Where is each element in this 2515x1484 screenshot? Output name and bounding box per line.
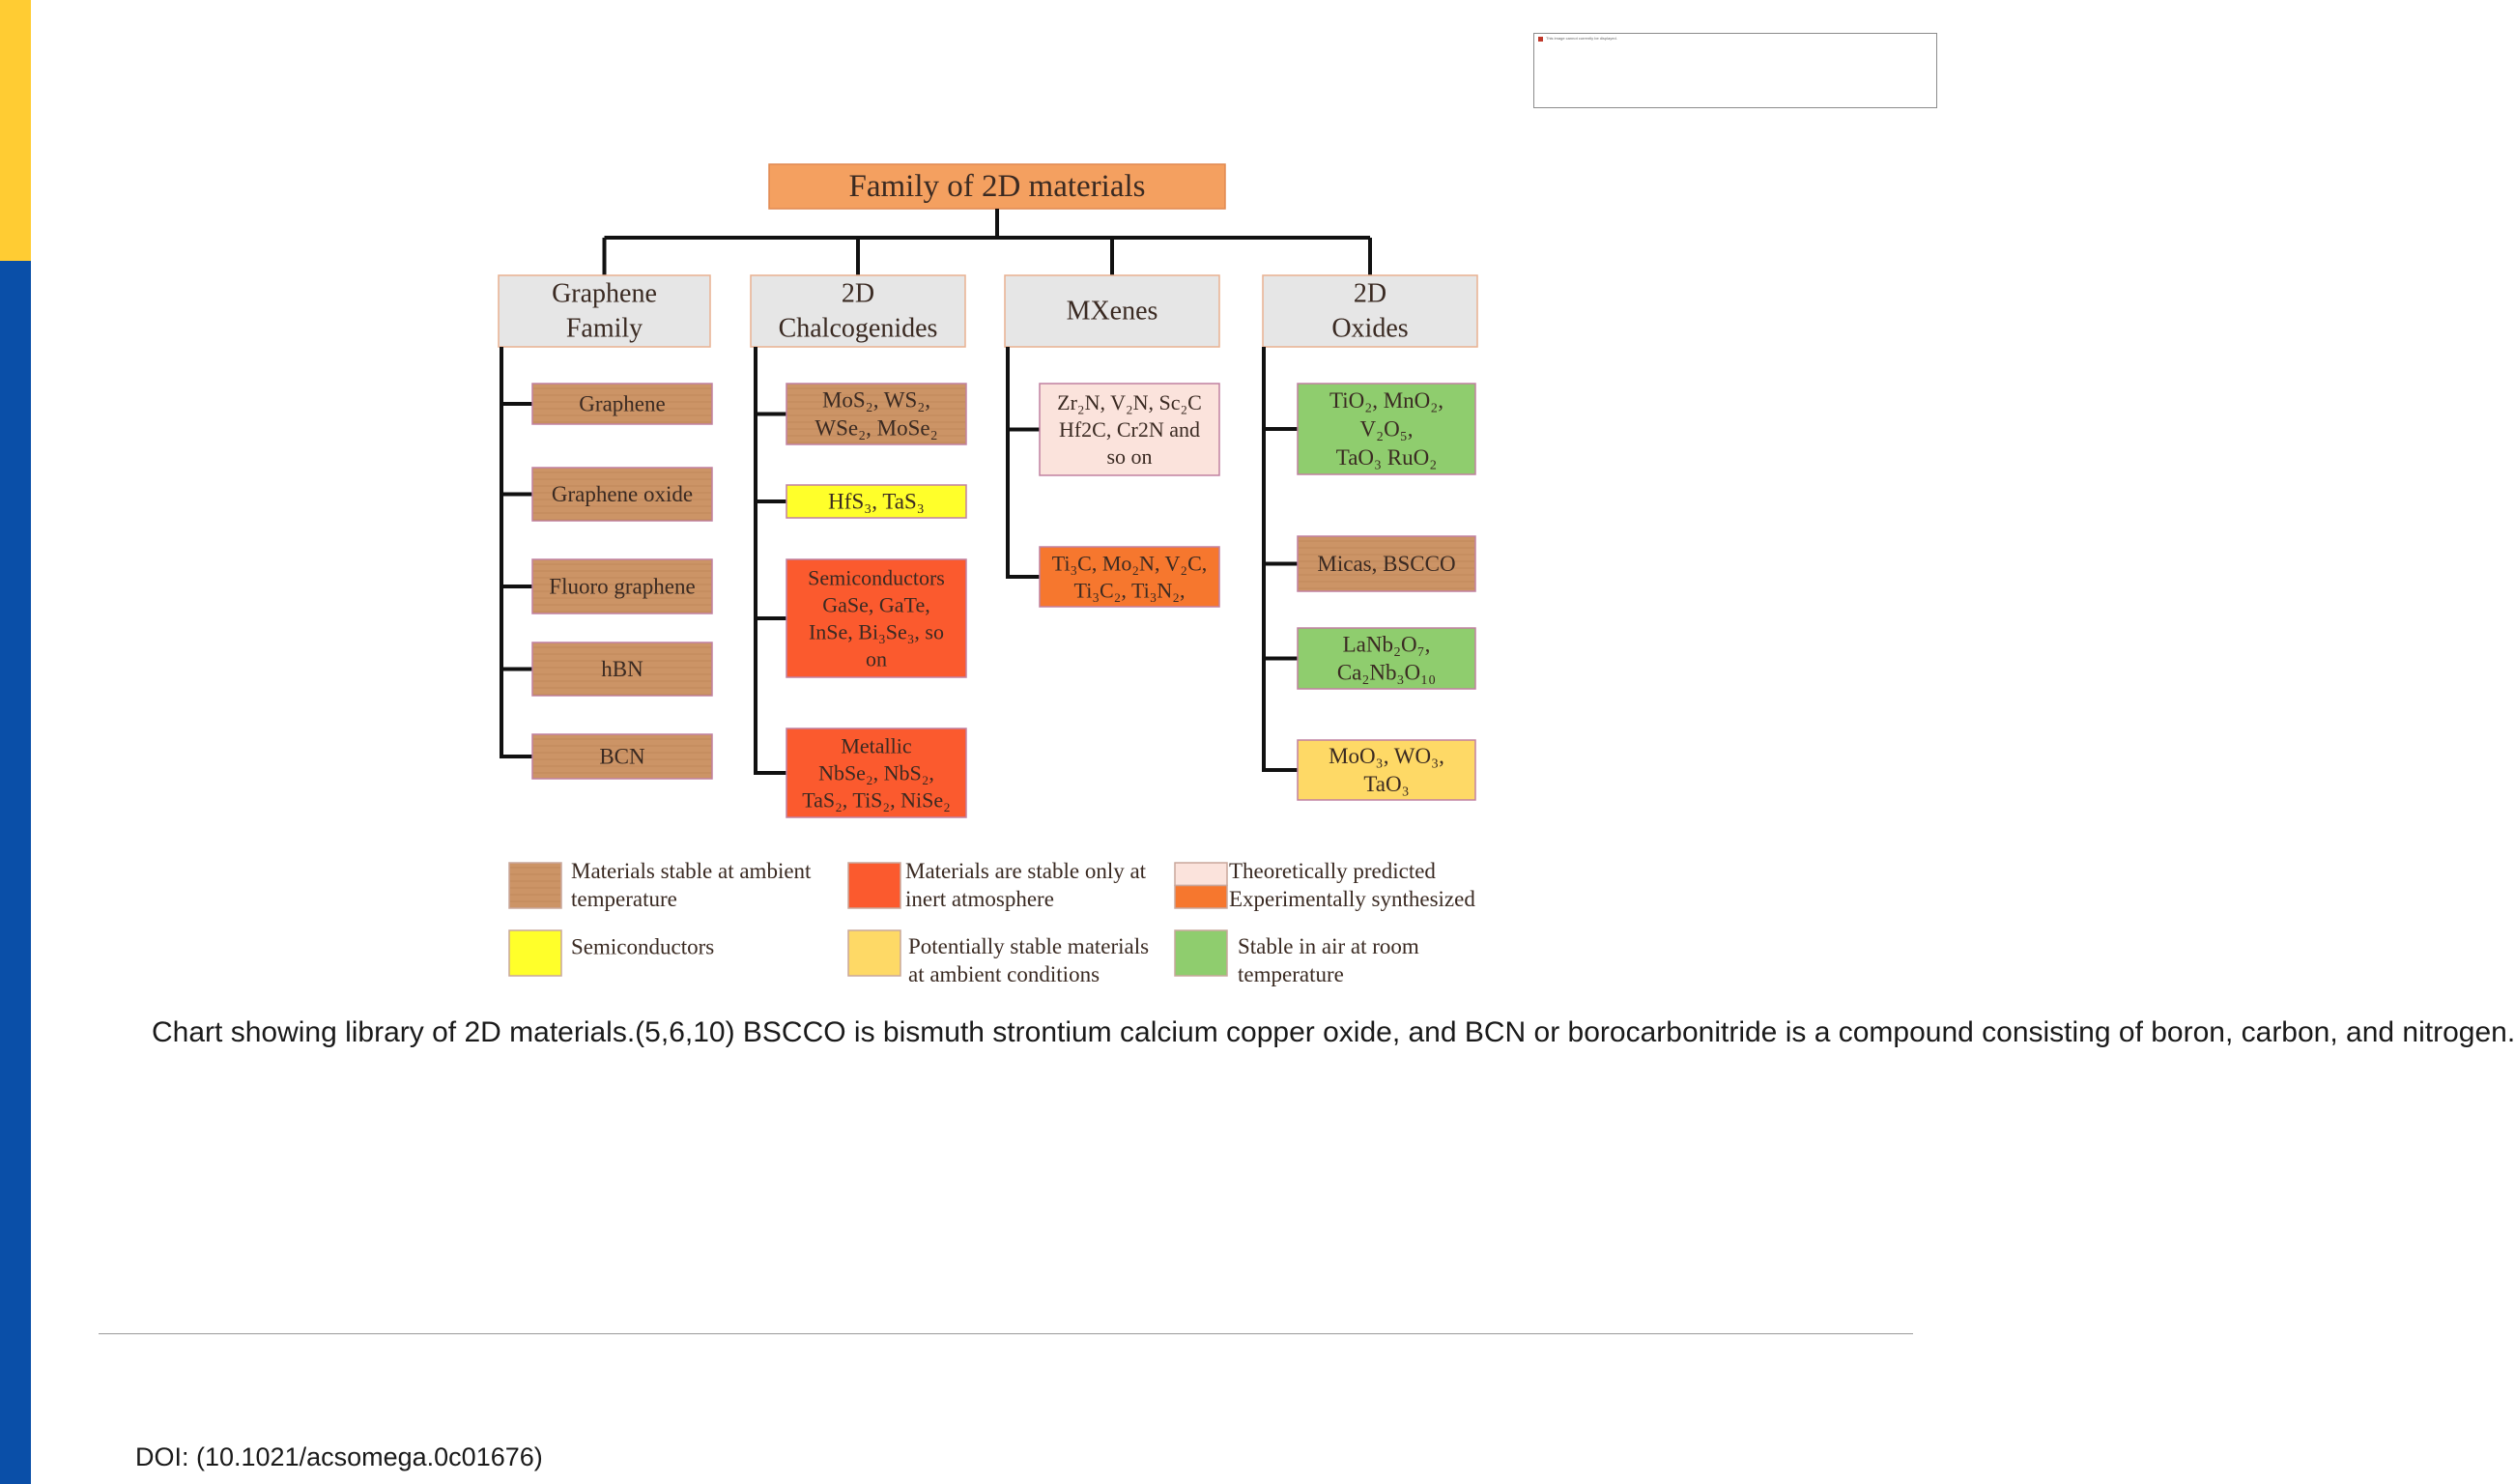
sidebar-accent-yellow [0, 0, 31, 261]
material-label: so on [1106, 444, 1152, 469]
category-label: Family [566, 313, 643, 343]
material-label: hBN [601, 657, 643, 681]
material-label: V₂O₅, [1359, 417, 1413, 442]
material-label: HfS₃, TaS₃ [828, 490, 925, 514]
legend-label: temperature [1238, 962, 1344, 986]
category-header [1004, 274, 1220, 348]
category-header [1262, 274, 1478, 348]
material-label: Fluoro graphene [549, 575, 695, 599]
material-label: Ca₂Nb₃O₁₀ [1337, 661, 1436, 685]
category-label: Oxides [1331, 313, 1408, 343]
material-label: Ti₃C, Mo₂N, V₂C, [1052, 551, 1208, 575]
legend-swatch [508, 929, 562, 977]
category-label: 2D [1354, 279, 1386, 309]
material-label: Micas, BSCCO [1317, 552, 1455, 576]
legend-label: Theoretically predicted [1229, 859, 1436, 883]
figure-caption: Chart showing library of 2D materials.(5… [152, 1016, 2515, 1048]
material-box [531, 383, 713, 425]
legend-label: temperature [571, 887, 677, 911]
legend-swatch-experimental [1174, 884, 1228, 909]
doi-text: DOI: (10.1021/acsomega.0c01676) [135, 1442, 543, 1471]
material-box [786, 484, 967, 519]
category-label: 2D [842, 279, 874, 309]
diagram-title-box [768, 163, 1226, 210]
material-label: on [866, 647, 887, 671]
legend-label: Materials are stable only at [905, 859, 1147, 883]
material-label: Graphene oxide [552, 482, 693, 506]
material-box [531, 642, 713, 697]
legend-label: inert atmosphere [905, 887, 1054, 911]
material-box [531, 733, 713, 780]
material-box [786, 558, 967, 678]
material-box [786, 383, 967, 445]
material-label: GaSe, GaTe, [822, 592, 929, 616]
material-label: Graphene [579, 392, 665, 416]
material-label: InSe, Bi₃Se₃, so [809, 620, 944, 644]
material-label: TaS₂, TiS₂, NiSe₂ [802, 788, 951, 813]
material-label: Metallic [841, 733, 912, 757]
material-label: LaNb₂O₇, [1343, 632, 1431, 656]
material-label: TaO₃ [1363, 772, 1409, 796]
category-label: Chalcogenides [779, 313, 938, 343]
material-box [531, 467, 713, 522]
material-label: MoS₂, WS₂, [822, 387, 930, 412]
material-box [1297, 739, 1476, 801]
diagram-title: Family of 2D materials [848, 169, 1145, 204]
broken-image-placeholder: This image cannot currently be displayed… [1533, 33, 1937, 108]
material-label: NbSe₂, NbS₂, [818, 761, 934, 785]
legend-label: Materials stable at ambient [571, 859, 812, 883]
broken-image-icon [1538, 37, 1543, 42]
material-label: TiO₂, MnO₂, [1329, 388, 1443, 413]
material-box [1297, 383, 1476, 475]
separator-line [99, 1333, 1913, 1334]
category-header [750, 274, 966, 348]
broken-image-alt-text: This image cannot currently be displayed… [1546, 36, 1617, 41]
legend-label: Potentially stable materials [908, 934, 1149, 958]
material-box [1297, 627, 1476, 690]
category-label: MXenes [1067, 297, 1158, 327]
material-label: Hf2C, Cr2N and [1059, 417, 1200, 442]
legend-swatch [508, 862, 562, 909]
material-label: MoO₃, WO₃, [1329, 744, 1444, 768]
material-box [1039, 383, 1220, 476]
material-label: Zr₂N, V₂N, Sc₂C [1057, 390, 1202, 414]
material-label: Ti₃C₂, Ti₃N₂, [1074, 579, 1186, 603]
sidebar-accent-blue [0, 261, 31, 1484]
legend-swatch-theoretical [1174, 862, 1228, 887]
legend-swatch [847, 862, 901, 909]
material-box [786, 728, 967, 818]
materials-family-diagram: Family of 2D materialsGrapheneFamilyGrap… [498, 163, 1478, 986]
category-label: Graphene [552, 279, 657, 309]
legend-label: Experimentally synthesized [1229, 887, 1475, 911]
material-label: TaO₃ RuO₂ [1336, 445, 1438, 470]
legend-swatch [1174, 929, 1228, 977]
legend-label: at ambient conditions [908, 962, 1100, 986]
category-header [498, 274, 711, 348]
material-label: Semiconductors [808, 565, 945, 589]
legend-swatch [847, 929, 901, 977]
material-label: BCN [599, 745, 645, 769]
legend-label: Semiconductors [571, 935, 714, 959]
legend-label: Stable in air at room [1238, 934, 1419, 958]
material-label: WSe₂, MoSe₂ [815, 416, 937, 441]
material-box [1039, 546, 1220, 608]
